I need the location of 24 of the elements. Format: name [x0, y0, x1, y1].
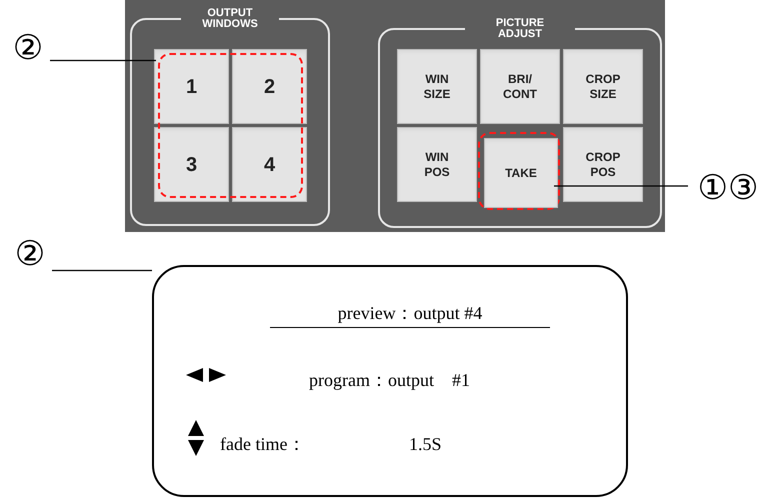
panel-button: 1: [154, 49, 229, 124]
screen-text: fade time：: [220, 433, 306, 456]
leader-line: [52, 270, 152, 272]
lcd-screen: [152, 265, 628, 497]
panel-button: 4: [232, 127, 307, 202]
leader-line: [50, 60, 156, 62]
panel-button: BRI/ CONT: [480, 49, 560, 124]
panel-heading: OUTPUT WINDOWS: [181, 8, 279, 30]
panel-heading: PICTURE ADJUST: [465, 18, 575, 40]
panel-button: CROP SIZE: [563, 49, 643, 124]
panel-button: WIN POS: [397, 127, 477, 202]
panel-button: CROP POS: [563, 127, 643, 202]
panel-button: WIN SIZE: [397, 49, 477, 124]
dashed-highlight: [478, 132, 560, 210]
panel-button: 2: [232, 49, 307, 124]
callout-number: ②: [8, 232, 52, 276]
panel-button: 3: [154, 127, 229, 202]
panel-button: TAKE: [484, 138, 558, 208]
callout-number: ②: [6, 26, 50, 70]
leader-line: [554, 185, 688, 187]
screen-text: 1.5S: [409, 433, 442, 456]
callout-number: ①③: [688, 168, 768, 208]
screen-text: program：output #1: [309, 369, 470, 392]
screen-text: preview：output #4: [270, 300, 550, 328]
